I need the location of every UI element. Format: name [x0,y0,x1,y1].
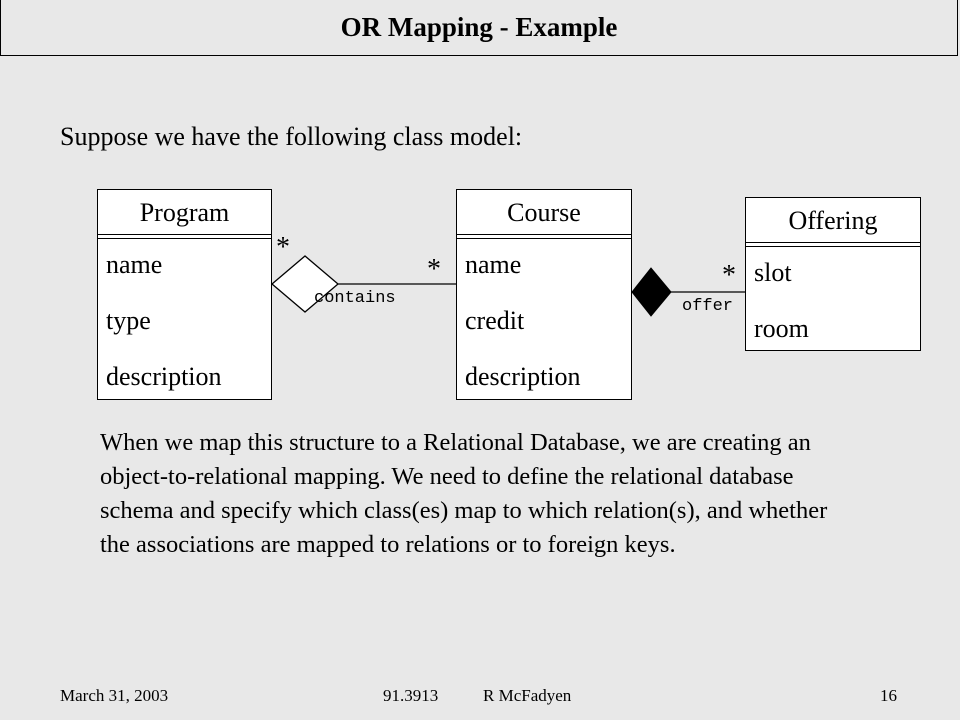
class-program-attribute: description [106,362,222,391]
footer-date: March 31, 2003 [60,686,169,705]
offer-label: offer [682,297,734,316]
body-paragraph: When we map this structure to a Relation… [100,429,828,558]
class-course-attribute: name [465,250,522,279]
footer-page-number: 16 [880,686,897,705]
class-course-divider [457,234,631,239]
title-bar: OR Mapping - Example [0,0,958,56]
class-course: Course name credit description [456,189,632,400]
offer-target-multiplicity: * [722,260,736,291]
class-course-attribute: description [465,362,581,391]
composition-diamond [631,267,672,317]
class-course-attribute: credit [465,306,525,335]
class-program-attribute: type [106,306,151,335]
class-offering-attribute: room [754,314,809,343]
intro-text: Suppose we have the following class mode… [60,122,523,151]
class-offering-attribute: slot [754,258,792,287]
contains-label: contains [314,289,396,308]
class-offering-divider [746,242,920,247]
slide-title: OR Mapping - Example [340,12,618,42]
class-program-divider [98,234,271,239]
class-program: Program name type description [97,189,272,400]
footer-course: 91.3913 [383,686,439,705]
class-offering: Offering slot room [745,197,921,351]
class-program-name: Program [139,198,230,227]
class-offering-name: Offering [788,206,878,235]
footer-author: R McFadyen [483,686,572,705]
aggregation-diamond [270,255,340,313]
contains-target-multiplicity: * [427,254,441,285]
contains-source-multiplicity: * [276,232,290,263]
class-course-name: Course [507,198,581,227]
class-program-attribute: name [106,250,163,279]
